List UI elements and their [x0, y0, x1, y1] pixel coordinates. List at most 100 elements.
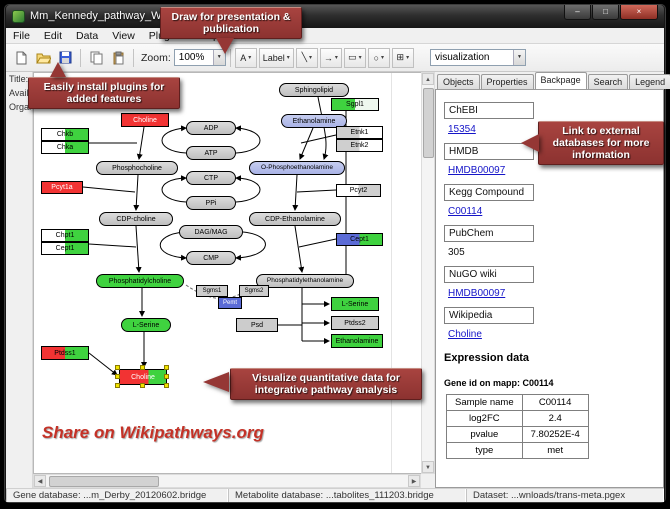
node-sgms2[interactable]: Sgms2: [239, 285, 269, 297]
selection-handle[interactable]: [140, 383, 145, 388]
callout-plugins: Easily install plugins for added feature…: [28, 77, 180, 109]
tab-objects[interactable]: Objects: [437, 74, 480, 89]
node-etnk1[interactable]: Etnk1: [336, 126, 383, 139]
node-phosphocholine[interactable]: Phosphocholine: [96, 161, 178, 175]
tab-backpage[interactable]: Backpage: [534, 72, 587, 89]
table-cell: met: [521, 442, 589, 459]
tab-legend[interactable]: Legend: [629, 74, 670, 89]
chevron-down-icon[interactable]: ▼: [513, 50, 525, 65]
node-l-serine-left[interactable]: L-Serine: [121, 318, 171, 332]
maximize-button[interactable]: □: [592, 5, 619, 20]
scroll-down-icon[interactable]: ▼: [422, 461, 434, 473]
zoom-value: 100%: [178, 52, 205, 63]
node-dag-mag[interactable]: DAG/MAG: [179, 225, 243, 239]
node-adp[interactable]: ADP: [186, 121, 236, 135]
chevron-down-icon: ▾: [406, 55, 410, 61]
node-chka[interactable]: Chka: [41, 141, 89, 154]
open-folder-icon: [35, 53, 51, 64]
section-header: NuGO wiki: [444, 266, 534, 283]
node-ctp[interactable]: CTP: [186, 171, 236, 185]
node-ethanolamine-right[interactable]: Ethanolamine: [331, 334, 383, 348]
kegg-link[interactable]: C00114: [448, 206, 483, 217]
node-pcyt2[interactable]: Pcyt2: [336, 184, 381, 197]
titlebar[interactable]: Mm_Kennedy_pathway_WP1771_45176.gpml – □…: [6, 5, 664, 28]
pathway-canvas[interactable]: Sphingolipid Sgpl1 Choline Ethanolamine …: [33, 72, 421, 474]
text-tool-button[interactable]: A▾: [234, 47, 257, 68]
open-button[interactable]: [32, 47, 54, 69]
node-cept1-left[interactable]: Cept1: [41, 242, 89, 255]
horizontal-scroll-thumb[interactable]: [49, 476, 159, 487]
selection-handle[interactable]: [140, 365, 145, 370]
node-pemt[interactable]: Pemt: [218, 297, 242, 309]
selection-handle[interactable]: [164, 383, 169, 388]
table-row: log2FC 2.4: [446, 410, 589, 427]
menu-edit[interactable]: Edit: [43, 29, 63, 42]
node-pcyt1a[interactable]: Pcyt1a: [41, 181, 83, 194]
selection-handle[interactable]: [115, 365, 120, 370]
chebi-link[interactable]: 15354: [448, 124, 476, 135]
node-chkb[interactable]: Chkb: [41, 128, 89, 141]
node-ptdss1[interactable]: Ptdss1: [41, 346, 89, 360]
paste-button[interactable]: [107, 47, 129, 69]
hmdb-link[interactable]: HMDB00097: [448, 165, 506, 176]
board-edge: [391, 73, 392, 473]
vertical-scrollbar[interactable]: ▲ ▼: [421, 72, 435, 474]
nugo-link[interactable]: HMDB00097: [448, 288, 506, 299]
copy-button[interactable]: [85, 47, 107, 69]
table-row: Sample name C00114: [446, 394, 589, 411]
table-row: pvalue 7.80252E-4: [446, 426, 589, 443]
selection-handle[interactable]: [115, 383, 120, 388]
minimize-button[interactable]: –: [564, 5, 591, 20]
node-atp[interactable]: ATP: [186, 146, 236, 160]
node-o-phosphoethanolamine[interactable]: O-Phosphoethanolamine: [249, 161, 345, 175]
node-etnk2[interactable]: Etnk2: [336, 139, 383, 152]
wikipedia-link[interactable]: Choline: [448, 329, 482, 340]
backpage-section-chebi: ChEBI 15354: [444, 102, 663, 135]
close-button[interactable]: ×: [620, 5, 658, 20]
menu-data[interactable]: Data: [76, 29, 99, 42]
tab-search[interactable]: Search: [587, 74, 629, 89]
chevron-down-icon: ▾: [286, 55, 290, 61]
node-cdp-ethanolamine[interactable]: CDP-Ethanolamine: [249, 212, 341, 226]
grid-tool-button[interactable]: ⊞▾: [391, 47, 414, 68]
node-l-serine-right[interactable]: L-Serine: [331, 297, 379, 311]
node-sgms1[interactable]: Sgms1: [196, 285, 228, 297]
menu-file[interactable]: File: [13, 29, 30, 42]
new-button[interactable]: [10, 47, 32, 69]
zoom-label: Zoom:: [141, 51, 171, 64]
callout-plugins-arrow: [50, 62, 66, 77]
label-tool-button[interactable]: Label▾: [258, 47, 294, 68]
rect-tool-button[interactable]: ▭▾: [343, 47, 366, 68]
menu-view[interactable]: View: [112, 29, 135, 42]
node-ppi[interactable]: PPi: [186, 196, 236, 210]
zoom-combobox[interactable]: 100% ▼: [173, 49, 226, 66]
scroll-up-icon[interactable]: ▲: [422, 73, 434, 85]
vertical-scroll-thumb[interactable]: [423, 88, 434, 158]
node-phosphatidylcholine[interactable]: Phosphatidylcholine: [96, 274, 184, 288]
node-cdp-choline[interactable]: CDP-choline: [99, 212, 173, 226]
scroll-left-icon[interactable]: ◀: [34, 475, 46, 487]
selection-handle[interactable]: [115, 374, 120, 379]
line-tool-button[interactable]: ╲▾: [295, 47, 318, 68]
node-psd[interactable]: Psd: [236, 318, 278, 332]
node-ethanolamine-top[interactable]: Ethanolamine: [281, 114, 347, 128]
node-sphingolipid[interactable]: Sphingolipid: [279, 83, 349, 97]
node-cmp[interactable]: CMP: [186, 251, 236, 265]
toolbar-separator: [229, 48, 231, 67]
horizontal-scrollbar[interactable]: ◀ ▶: [33, 474, 421, 488]
selection-handle[interactable]: [164, 374, 169, 379]
oval-tool-button[interactable]: ○▾: [367, 47, 390, 68]
node-phosphatidylethanolamine[interactable]: Phosphatidylethanolamine: [256, 274, 354, 288]
node-sgpl1[interactable]: Sgpl1: [331, 98, 379, 111]
status-metabolite-database: Metabolite database: ...tabolites_111203…: [228, 489, 466, 502]
arrow-tool-button[interactable]: →▾: [319, 47, 342, 68]
node-chpt1[interactable]: Chpt1: [41, 229, 89, 242]
node-ptdss2[interactable]: Ptdss2: [331, 316, 379, 330]
scroll-right-icon[interactable]: ▶: [408, 475, 420, 487]
node-cept1-right[interactable]: Cept1: [336, 233, 383, 246]
tab-properties[interactable]: Properties: [480, 74, 534, 89]
backpage-section-hmdb: HMDB HMDB00097: [444, 143, 663, 176]
visualization-combobox[interactable]: visualization ▼: [430, 49, 526, 66]
node-choline-top[interactable]: Choline: [121, 113, 169, 127]
selection-handle[interactable]: [164, 365, 169, 370]
